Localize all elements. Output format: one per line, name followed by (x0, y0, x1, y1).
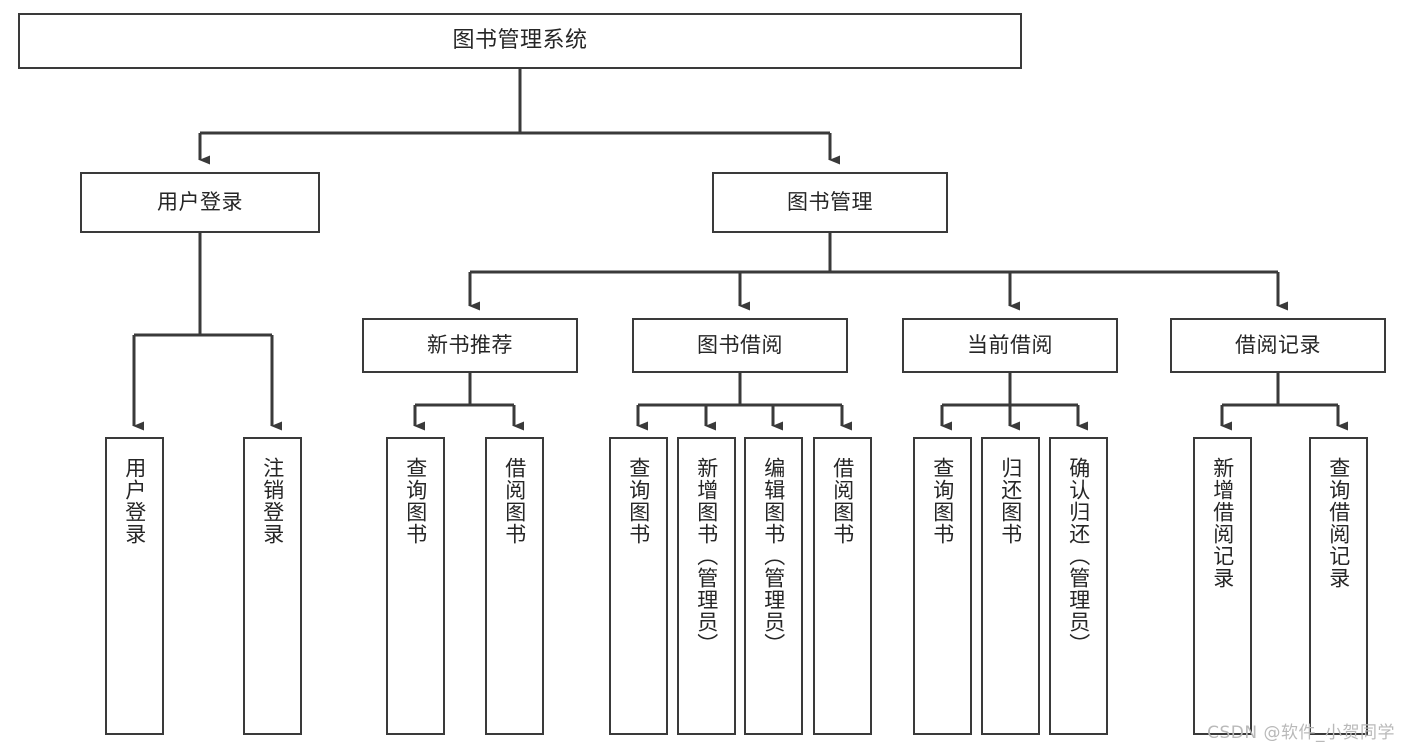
node-label: 编辑图书（管理员） (761, 457, 786, 655)
node-current-borrow[interactable]: 当前借阅 (902, 318, 1118, 373)
node-label: 新增图书（管理员） (694, 457, 719, 655)
node-label: 注销登录 (260, 457, 285, 545)
node-label: 确认归还（管理员） (1066, 457, 1091, 655)
node-label: 借阅图书 (502, 457, 527, 545)
node-label: 查询图书 (626, 457, 651, 545)
node-leaf-borrow-book-2[interactable]: 借阅图书 (813, 437, 872, 735)
node-new-book-recommend[interactable]: 新书推荐 (362, 318, 578, 373)
node-leaf-add-book[interactable]: 新增图书（管理员） (677, 437, 736, 735)
node-leaf-query-book-1[interactable]: 查询图书 (386, 437, 445, 735)
node-label: 图书借阅 (697, 332, 783, 357)
node-label: 图书管理系统 (452, 27, 588, 53)
node-leaf-return-book[interactable]: 归还图书 (981, 437, 1040, 735)
node-leaf-query-book-3[interactable]: 查询图书 (913, 437, 972, 735)
node-label: 借阅图书 (830, 457, 855, 545)
csdn-watermark: CSDN @软件_小贺同学 (1207, 723, 1395, 743)
node-label: 用户登录 (157, 189, 243, 214)
node-book-borrow[interactable]: 图书借阅 (632, 318, 848, 373)
node-leaf-query-record[interactable]: 查询借阅记录 (1309, 437, 1368, 735)
node-user-login[interactable]: 用户登录 (80, 172, 320, 233)
node-leaf-query-book-2[interactable]: 查询图书 (609, 437, 668, 735)
node-label: 查询图书 (930, 457, 955, 545)
node-leaf-confirm-return[interactable]: 确认归还（管理员） (1049, 437, 1108, 735)
node-borrow-record[interactable]: 借阅记录 (1170, 318, 1386, 373)
node-label: 查询图书 (403, 457, 428, 545)
node-label: 用户登录 (122, 457, 147, 545)
node-book-management[interactable]: 图书管理 (712, 172, 948, 233)
node-leaf-user-login[interactable]: 用户登录 (105, 437, 164, 735)
node-leaf-logout[interactable]: 注销登录 (243, 437, 302, 735)
node-label: 借阅记录 (1235, 332, 1321, 357)
node-label: 新增借阅记录 (1210, 457, 1235, 589)
node-leaf-borrow-book-1[interactable]: 借阅图书 (485, 437, 544, 735)
node-label: 图书管理 (787, 189, 873, 214)
node-leaf-add-record[interactable]: 新增借阅记录 (1193, 437, 1252, 735)
node-label: 查询借阅记录 (1326, 457, 1351, 589)
node-label: 当前借阅 (967, 332, 1053, 357)
node-leaf-edit-book[interactable]: 编辑图书（管理员） (744, 437, 803, 735)
node-label: 新书推荐 (427, 332, 513, 357)
node-root-book-management-system[interactable]: 图书管理系统 (18, 13, 1022, 69)
node-label: 归还图书 (998, 457, 1023, 545)
